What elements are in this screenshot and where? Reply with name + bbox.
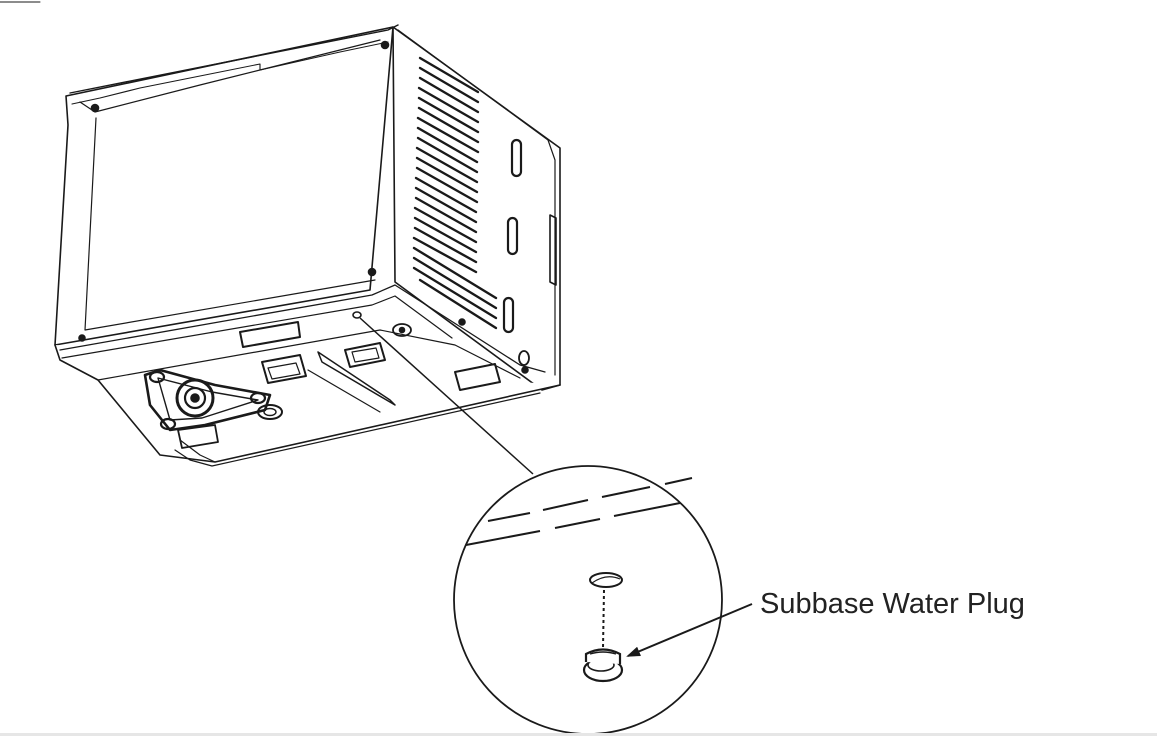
page-bottom-divider [0,733,1157,736]
pointer-arrow [626,603,753,657]
plug-hole-icon [589,572,623,588]
magnifier-circle [453,465,723,735]
subbase-water-plug-label: Subbase Water Plug [760,588,1025,620]
callout-leader-line [359,317,534,475]
air-conditioner-unit-drawing [0,1,561,467]
alignment-dashed-line [602,589,605,649]
water-plug-icon [582,648,624,683]
